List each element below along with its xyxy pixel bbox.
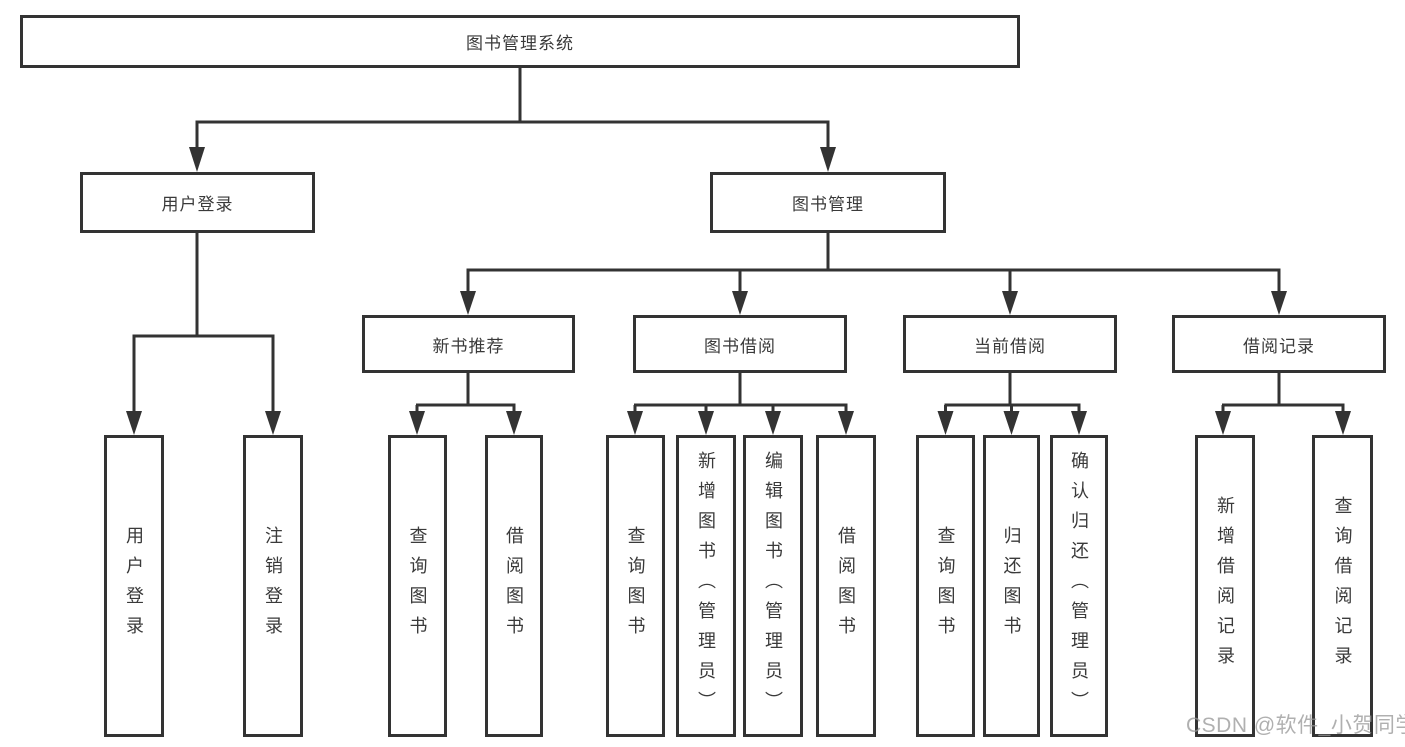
leaf-label: 用户登录 xyxy=(124,526,144,646)
leaf-label: 归还图书 xyxy=(1001,526,1022,646)
branch-box-book-management: 图书管理 xyxy=(710,172,946,233)
leaf-label: 查询借阅记录 xyxy=(1332,496,1353,676)
leaf-box-borrow-books: 借阅图书 xyxy=(816,435,876,737)
root-box-library-system: 图书管理系统 xyxy=(20,15,1020,68)
leaf-box-query-books-recommend: 查询图书 xyxy=(388,435,447,737)
leaf-label: 确认归还（管理员） xyxy=(1069,451,1089,721)
leaf-box-query-books-borrow: 查询图书 xyxy=(606,435,665,737)
node-label: 当前借阅 xyxy=(974,336,1046,356)
csdn-watermark: CSDN @软件_小贺同学 xyxy=(1186,714,1405,737)
leaf-box-query-books-current: 查询图书 xyxy=(916,435,975,737)
leaf-box-add-borrow-record: 新增借阅记录 xyxy=(1195,435,1255,737)
leaf-box-confirm-return-admin: 确认归还（管理员） xyxy=(1050,435,1108,737)
leaf-box-logout: 注销登录 xyxy=(243,435,303,737)
connector-borrowrecords-to-leaves xyxy=(1215,371,1351,435)
leaf-box-return-books: 归还图书 xyxy=(983,435,1040,737)
leaf-box-add-books-admin: 新增图书（管理员） xyxy=(676,435,736,737)
connector-currentborrow-to-leaves xyxy=(937,371,1087,435)
branch-label: 图书管理 xyxy=(792,195,864,214)
node-label: 新书推荐 xyxy=(432,336,505,356)
connector-root-to-level2 xyxy=(189,64,836,172)
node-box-borrow-records: 借阅记录 xyxy=(1172,315,1386,373)
branch-label: 用户登录 xyxy=(161,195,234,214)
connector-newbook-to-leaves xyxy=(409,371,522,435)
leaf-box-user-login: 用户登录 xyxy=(104,435,164,737)
leaf-label: 借阅图书 xyxy=(504,526,524,646)
node-box-new-book-recommend: 新书推荐 xyxy=(362,315,575,373)
node-box-book-borrow: 图书借阅 xyxy=(633,315,847,373)
node-box-current-borrow: 当前借阅 xyxy=(903,315,1117,373)
root-label: 图书管理系统 xyxy=(466,34,574,53)
connector-bookmgmt-to-level3 xyxy=(460,230,1287,315)
leaf-box-query-borrow-record: 查询借阅记录 xyxy=(1312,435,1373,737)
leaf-label: 注销登录 xyxy=(263,526,283,646)
leaf-label: 借阅图书 xyxy=(836,526,856,646)
leaf-label: 查询图书 xyxy=(407,526,428,646)
leaf-box-borrow-books-recommend: 借阅图书 xyxy=(485,435,543,737)
leaf-label: 新增图书（管理员） xyxy=(696,451,716,721)
leaf-box-edit-books-admin: 编辑图书（管理员） xyxy=(743,435,803,737)
leaf-label: 查询图书 xyxy=(935,526,956,646)
leaf-label: 查询图书 xyxy=(625,526,646,646)
leaf-label: 编辑图书（管理员） xyxy=(763,451,783,721)
connector-userlogin-to-leaves xyxy=(126,230,281,435)
connector-bookborrow-to-leaves xyxy=(627,371,854,435)
leaf-label: 新增借阅记录 xyxy=(1215,496,1235,676)
branch-box-user-login: 用户登录 xyxy=(80,172,315,233)
node-label: 图书借阅 xyxy=(704,336,776,356)
node-label: 借阅记录 xyxy=(1243,336,1315,356)
